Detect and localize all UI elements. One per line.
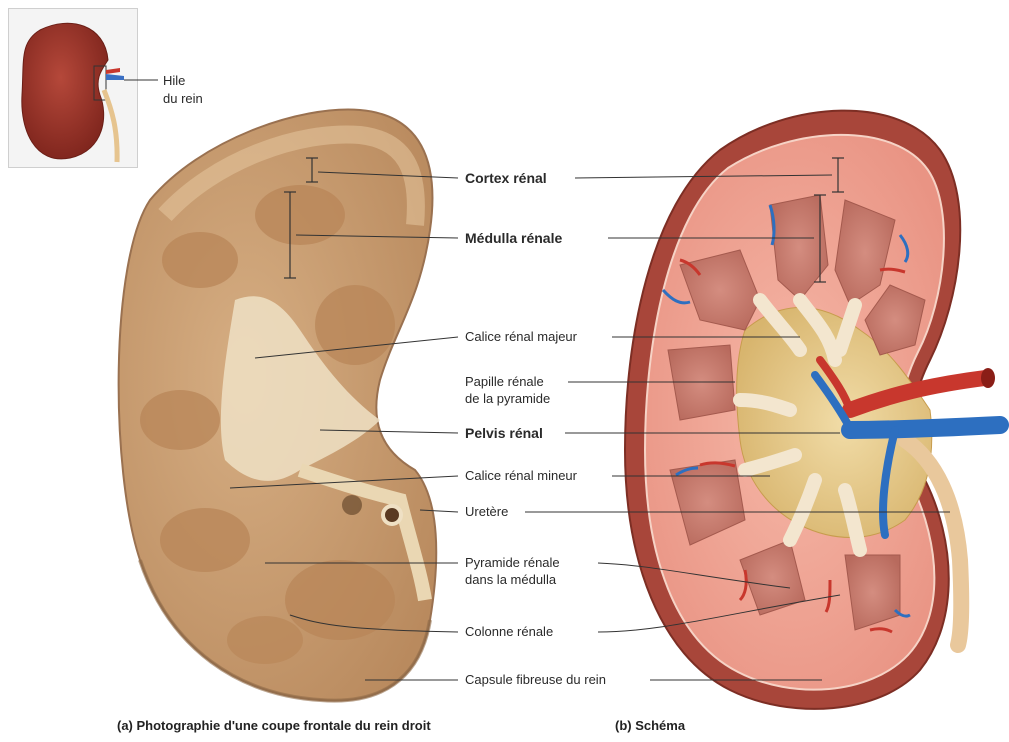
caption-schema: (b) Schéma bbox=[615, 718, 685, 733]
label-papilla-line1: Papille rénale bbox=[465, 374, 544, 390]
photo-kidney bbox=[119, 110, 437, 701]
label-medulla: Médulla rénale bbox=[465, 230, 562, 246]
label-ureter: Uretère bbox=[465, 504, 508, 520]
caption-photo: (a) Photographie d'une coupe frontale du… bbox=[117, 718, 431, 733]
label-pyramid-line2: dans la médulla bbox=[465, 572, 556, 588]
hilum-label-line2: du rein bbox=[163, 91, 203, 107]
label-minor-calyx: Calice rénal mineur bbox=[465, 468, 577, 484]
label-cortex: Cortex rénal bbox=[465, 170, 547, 186]
label-papilla-line2: de la pyramide bbox=[465, 391, 550, 407]
label-column: Colonne rénale bbox=[465, 624, 553, 640]
label-pyramid-line1: Pyramide rénale bbox=[465, 555, 560, 571]
label-capsule: Capsule fibreuse du rein bbox=[465, 672, 606, 688]
label-pelvis: Pelvis rénal bbox=[465, 425, 543, 441]
label-major-calyx: Calice rénal majeur bbox=[465, 329, 577, 345]
schema-kidney bbox=[625, 111, 1000, 709]
hilum-label-line1: Hile bbox=[163, 73, 185, 89]
inset-kidney bbox=[22, 23, 158, 162]
